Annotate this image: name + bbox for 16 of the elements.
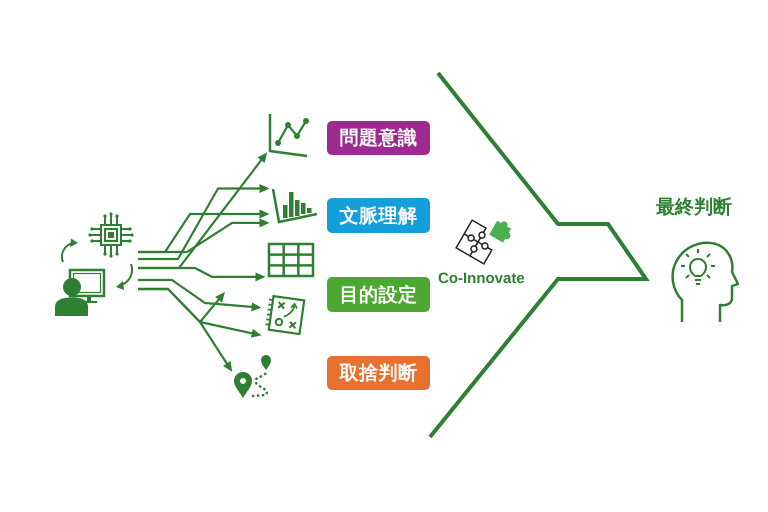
arrow bbox=[138, 218, 270, 254]
arrow bbox=[138, 278, 262, 312]
heading-text: 最終判断 bbox=[656, 195, 732, 220]
tag-box: 目的設定 bbox=[327, 277, 430, 312]
table-icon bbox=[267, 242, 315, 278]
bar-chart-icon bbox=[271, 187, 319, 224]
tag-box: 文脈理解 bbox=[327, 198, 430, 233]
notepad-plan-icon bbox=[263, 293, 307, 338]
label-text: Co-Innovate bbox=[438, 270, 525, 287]
line-chart-icon bbox=[268, 112, 310, 158]
arrow bbox=[138, 266, 266, 282]
arrow bbox=[138, 288, 232, 372]
tag-box: 問題意識 bbox=[327, 121, 430, 155]
route-pins-icon bbox=[233, 352, 273, 399]
tag-box: 取捨判断 bbox=[327, 356, 430, 390]
arrow bbox=[138, 184, 270, 260]
